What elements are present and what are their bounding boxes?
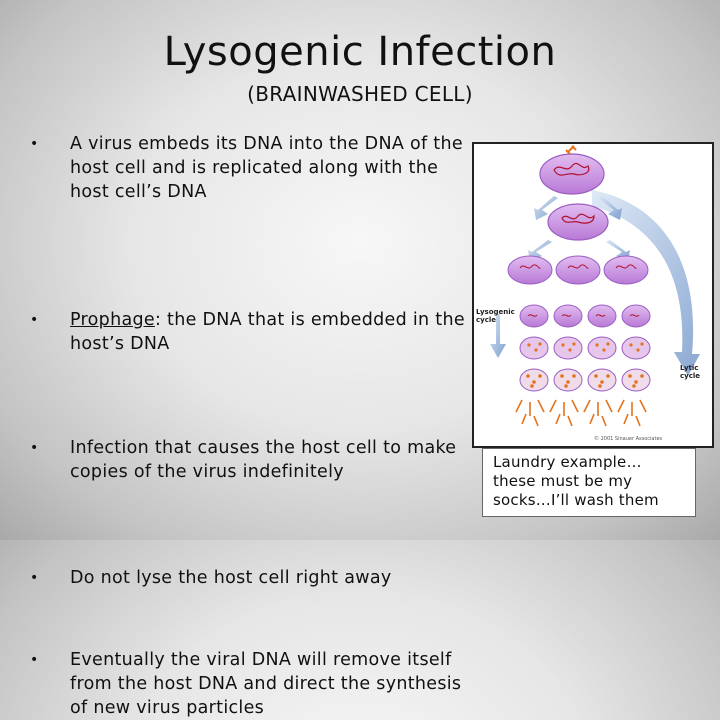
lysogenic-cycle-diagram: Lysogenic cycle Lytic cycle © 2001 Sinau…	[476, 145, 700, 442]
bullet-text: Eventually the viral DNA will remove its…	[70, 650, 462, 718]
bullet-term: Prophage	[70, 310, 155, 330]
bullet-item: • Prophage: the DNA that is embedded in …	[30, 308, 470, 356]
branch-arrow	[534, 196, 558, 220]
daughter-cell	[603, 255, 649, 285]
bullet-marker: •	[30, 652, 39, 668]
bullet-marker: •	[30, 136, 39, 152]
bullet-item: • Eventually the viral DNA will remove i…	[30, 648, 470, 720]
bullet-text: : the DNA that is embedded in the host’s…	[70, 310, 465, 354]
bullet-text: Infection that causes the host cell to m…	[70, 438, 457, 482]
daughter-cell	[507, 255, 553, 285]
bullet-list: • A virus embeds its DNA into the DNA of…	[30, 132, 470, 718]
lysogenic-label: Lysogenic	[476, 308, 515, 316]
bullet-marker: •	[30, 570, 39, 586]
bullet-item: • Do not lyse the host cell right away	[30, 566, 470, 590]
cell-row-replicating	[519, 336, 651, 360]
bullet-marker: •	[30, 312, 39, 328]
bullet-item: • Infection that causes the host cell to…	[30, 436, 470, 484]
lytic-arrow	[592, 190, 700, 376]
infected-cell	[539, 145, 605, 195]
cell-row-prophage	[519, 304, 651, 328]
lytic-label: cycle	[680, 372, 700, 380]
branch-arrow	[598, 196, 622, 220]
bullet-marker: •	[30, 440, 39, 456]
slide-subtitle: (BRAINWASHED CELL)	[247, 82, 473, 106]
lytic-label: Lytic	[680, 364, 698, 372]
daughter-cell	[555, 255, 601, 285]
prophage-cell	[547, 203, 609, 241]
lysogenic-arrow	[490, 314, 506, 358]
lysogenic-cycle-figure: Lysogenic cycle Lytic cycle © 2001 Sinau…	[472, 142, 714, 448]
figure-copyright: © 2001 Sinauer Associates	[594, 435, 663, 442]
released-phages	[515, 399, 647, 427]
bullet-text: A virus embeds its DNA into the DNA of t…	[70, 134, 463, 202]
bullet-text: Do not lyse the host cell right away	[70, 568, 392, 588]
bullet-item: • A virus embeds its DNA into the DNA of…	[30, 132, 470, 204]
cell-row-full	[519, 368, 651, 392]
laundry-note: Laundry example… these must be my socks……	[482, 448, 696, 517]
lysogenic-label: cycle	[476, 316, 496, 324]
slide-title: Lysogenic Infection	[163, 29, 557, 75]
